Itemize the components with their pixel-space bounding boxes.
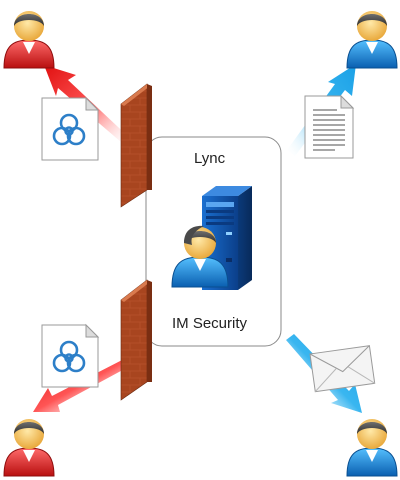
firewall-icon: [120, 279, 152, 401]
im-security-label: IM Security: [172, 315, 248, 332]
firewall-icon: [120, 83, 152, 208]
envelope-icon: [309, 345, 376, 393]
blocked-user-bottom-left-icon: [3, 419, 55, 477]
lync-title: Lync: [194, 150, 226, 167]
allowed-user-bottom-right-icon: [346, 419, 398, 477]
text-document-icon: [304, 94, 355, 159]
biohazard-document-icon: [41, 323, 100, 388]
allowed-user-top-right-icon: [346, 11, 398, 69]
biohazard-document-icon: [41, 96, 100, 161]
admin-user-icon: [171, 225, 229, 288]
blocked-user-top-left-icon: [3, 11, 55, 69]
